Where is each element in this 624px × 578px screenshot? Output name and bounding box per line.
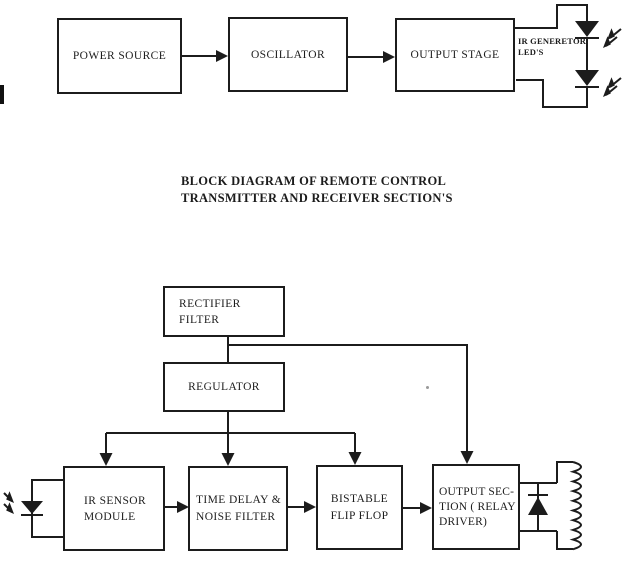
- arrow-irsensor-to-timedelay: [165, 501, 189, 513]
- arrow-bistable-to-outputsection: [403, 502, 432, 514]
- block-ir-sensor-module: IR SENSOR MODULE: [63, 466, 165, 551]
- block-output-stage-label: OUTPUT STAGE: [410, 49, 500, 61]
- block-regulator: REGULATOR: [163, 362, 285, 412]
- block-output-section-relay-driver: OUTPUT SEC- TION ( RELAY DRIVER): [432, 464, 520, 550]
- block-bistable-flip-flop-label: BISTABLE FLIP FLOP: [330, 492, 389, 522]
- wire-regulator-distribution: [99, 412, 362, 466]
- ir-led-bottom-icon: [575, 70, 622, 97]
- block-power-source-label: POWER SOURCE: [72, 50, 167, 62]
- flyback-diode-icon: [520, 482, 557, 532]
- ir-led-top-icon: [575, 21, 622, 48]
- ir-led-chain-wire: [515, 4, 588, 108]
- relay-coil-icon: [556, 461, 582, 551]
- ir-photodiode-icon: [3, 479, 63, 538]
- block-time-delay-noise-filter: TIME DELAY & NOISE FILTER: [188, 466, 288, 551]
- block-bistable-flip-flop: BISTABLE FLIP FLOP: [316, 465, 403, 550]
- block-time-delay-noise-filter-label: TIME DELAY & NOISE FILTER: [196, 493, 282, 523]
- ir-generator-leds-label: IR GENERETOR LED'S: [518, 36, 587, 57]
- block-output-stage: OUTPUT STAGE: [395, 18, 515, 92]
- arrow-power-to-oscillator: [182, 50, 228, 62]
- arrow-oscillator-to-output-stage: [348, 51, 395, 63]
- arrow-timedelay-to-bistable: [288, 501, 316, 513]
- scan-artifact-dot: [426, 386, 429, 389]
- block-rectifier-filter: RECTIFIER FILTER: [163, 286, 285, 337]
- block-output-section-relay-driver-label: OUTPUT SEC- TION ( RELAY DRIVER): [439, 485, 516, 528]
- block-oscillator: OSCILLATOR: [228, 17, 348, 92]
- wire-rectifier-branch-to-output-section: [228, 344, 474, 464]
- scan-artifact-mark: [0, 85, 4, 104]
- block-rectifier-filter-label: RECTIFIER FILTER: [179, 297, 241, 326]
- block-regulator-label: REGULATOR: [188, 381, 260, 393]
- block-ir-sensor-module-label: IR SENSOR MODULE: [84, 494, 147, 523]
- block-oscillator-label: OSCILLATOR: [250, 48, 326, 61]
- block-power-source: POWER SOURCE: [57, 18, 182, 94]
- diagram-title: BLOCK DIAGRAM OF REMOTE CONTROL TRANSMIT…: [181, 174, 453, 205]
